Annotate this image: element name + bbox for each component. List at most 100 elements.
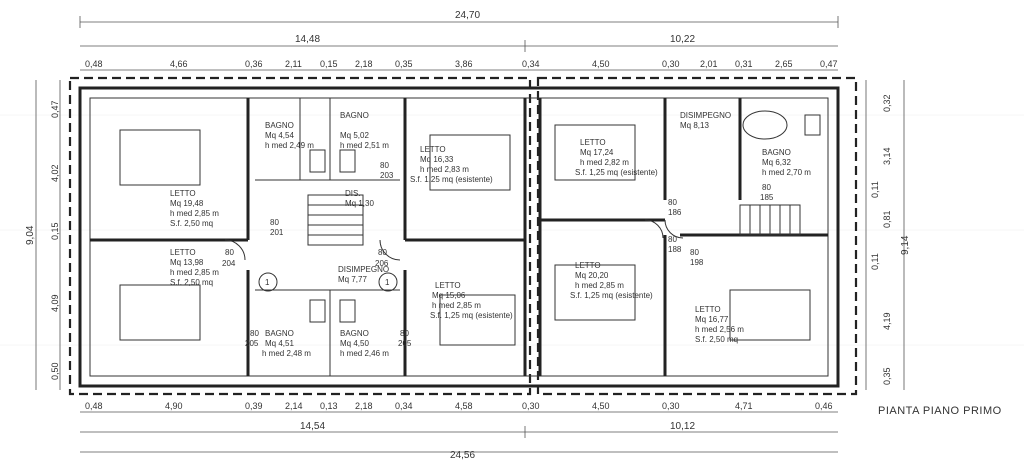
room-height: h med 2,82 m <box>580 158 629 167</box>
door-height: 201 <box>270 228 284 237</box>
dim-bot-seg-5: 2,18 <box>355 401 373 411</box>
door-height: 203 <box>380 171 394 180</box>
dim-bot-seg-3: 2,14 <box>285 401 303 411</box>
room-height: h med 2,70 m <box>762 168 811 177</box>
room-label: LETTO <box>575 261 601 270</box>
dim-left-1: 4,02 <box>50 164 60 182</box>
unit-boundary-left <box>68 76 532 396</box>
dim-bot-seg-8: 0,30 <box>522 401 540 411</box>
room-label: BAGNO <box>265 121 294 130</box>
room-area: Mq 8,13 <box>680 121 709 130</box>
dim-overall-top: 24,70 <box>455 10 480 21</box>
dim-right-2: 0,11 <box>870 181 880 198</box>
stairs-right <box>739 204 801 236</box>
door-height: 185 <box>760 193 774 202</box>
room-label: DISIMPEGNO <box>680 111 731 120</box>
room-sf: S.f. 1,25 mq (esistente) <box>570 291 653 300</box>
dim-left-total: 9,04 <box>25 225 36 245</box>
dim-bot-seg-2: 0,39 <box>245 401 263 411</box>
bathroom-fixtures <box>309 110 821 323</box>
dim-bot-seg-4: 0,13 <box>320 401 338 411</box>
room-height: h med 2,83 m <box>420 165 469 174</box>
room-area: Mq 16,77 <box>695 315 729 324</box>
door-width: 80 <box>762 183 771 192</box>
dim-overall-bottom: 24,56 <box>450 450 475 461</box>
room-area: Mq 20,20 <box>575 271 609 280</box>
room-labels: LETTO Mq 19,48 h med 2,85 m S.f. 2,50 mq… <box>170 111 811 358</box>
door-width: 80 <box>225 248 234 257</box>
room-label: LETTO <box>420 145 446 154</box>
dim-top-seg-9: 4,50 <box>592 59 610 69</box>
dim-bot-seg-12: 0,46 <box>815 401 833 411</box>
door-width: 80 <box>668 235 677 244</box>
door-width: 80 <box>378 248 387 257</box>
room-label: LETTO <box>695 305 721 314</box>
door-height: 204 <box>222 259 236 268</box>
dim-right-6: 0,35 <box>882 367 892 385</box>
door-height: 188 <box>668 245 682 254</box>
dim-bot-seg-1: 4,90 <box>165 401 183 411</box>
top-dimensions: 24,70 14,48 10,22 0,48 4,66 0,36 2,11 0,… <box>79 10 839 71</box>
room-label: LETTO <box>580 138 606 147</box>
room-height: h med 2,49 m <box>265 141 314 150</box>
dim-top-seg-12: 0,31 <box>735 59 753 69</box>
room-height: h med 2,48 m <box>262 349 311 358</box>
dim-left-2: 0,15 <box>50 222 60 240</box>
room-label: DISIMPEGNO <box>338 265 389 274</box>
dim-bot-seg-0: 0,48 <box>85 401 103 411</box>
dim-top-seg-5: 2,18 <box>355 59 373 69</box>
dim-top-seg-6: 0,35 <box>395 59 413 69</box>
room-label: LETTO <box>170 189 196 198</box>
dim-bot-seg-6: 0,34 <box>395 401 413 411</box>
dim-right-1: 3,14 <box>882 147 892 165</box>
door-height: 186 <box>668 208 682 217</box>
room-sf: S.f. 2,50 mq <box>695 335 738 344</box>
room-area: Mq 5,02 <box>340 131 369 140</box>
dim-right-4: 0,11 <box>870 253 880 270</box>
dim-top-seg-10: 0,30 <box>662 59 680 69</box>
room-height: h med 2,56 m <box>695 325 744 334</box>
plan-title: PIANTA PIANO PRIMO <box>878 405 1002 417</box>
dim-right-3: 0,81 <box>882 210 892 228</box>
dim-bot-seg-11: 4,71 <box>735 401 753 411</box>
stairs-left <box>307 194 364 246</box>
room-area: Mq 4,50 <box>340 339 369 348</box>
room-height: h med 2,51 m <box>340 141 389 150</box>
room-label: BAGNO <box>265 329 294 338</box>
marker-label: 1 <box>265 278 270 287</box>
dim-right-top: 10,22 <box>670 34 695 45</box>
dim-top-seg-8: 0,34 <box>522 59 540 69</box>
dim-bot-seg-7: 4,58 <box>455 401 473 411</box>
room-sf: S.f. 1,25 mq (esistente) <box>575 168 658 177</box>
room-area: Mq 7,77 <box>338 275 367 284</box>
door-height: 205 <box>245 339 259 348</box>
room-label: LETTO <box>170 248 196 257</box>
room-label: DIS. <box>345 189 361 198</box>
room-sf: S.f. 1,25 mq (esistente) <box>430 311 513 320</box>
door-width: 80 <box>380 161 389 170</box>
dim-right-total: 9,14 <box>900 235 911 255</box>
room-height: h med 2,85 m <box>432 301 481 310</box>
dim-top-seg-0: 0,48 <box>85 59 103 69</box>
unit-boundary-right <box>536 76 858 396</box>
room-area: Mq 4,54 <box>265 131 294 140</box>
door-width: 80 <box>270 218 279 227</box>
room-sf: S.f. 2,50 mq <box>170 219 213 228</box>
dim-left-3: 4,09 <box>50 294 60 312</box>
dim-right-bottom: 10,12 <box>670 421 695 432</box>
bed-furniture <box>119 124 811 346</box>
dim-top-seg-13: 2,65 <box>775 59 793 69</box>
dim-top-seg-14: 0,47 <box>820 59 838 69</box>
section-markers: 1 1 <box>258 272 398 292</box>
door-width: 80 <box>400 329 409 338</box>
room-height: h med 2,85 m <box>170 268 219 277</box>
dim-top-seg-2: 0,36 <box>245 59 263 69</box>
room-label: BAGNO <box>762 148 791 157</box>
dim-left-4: 0,50 <box>50 362 60 380</box>
outer-walls <box>78 86 840 388</box>
bottom-dimensions: 0,48 4,90 0,39 2,14 0,13 2,18 0,34 4,58 … <box>80 401 838 461</box>
room-area: Mq 4,51 <box>265 339 294 348</box>
door-height: 205 <box>398 339 412 348</box>
right-dimensions: 0,32 3,14 0,11 0,81 0,11 4,19 0,35 9,14 <box>865 80 911 390</box>
